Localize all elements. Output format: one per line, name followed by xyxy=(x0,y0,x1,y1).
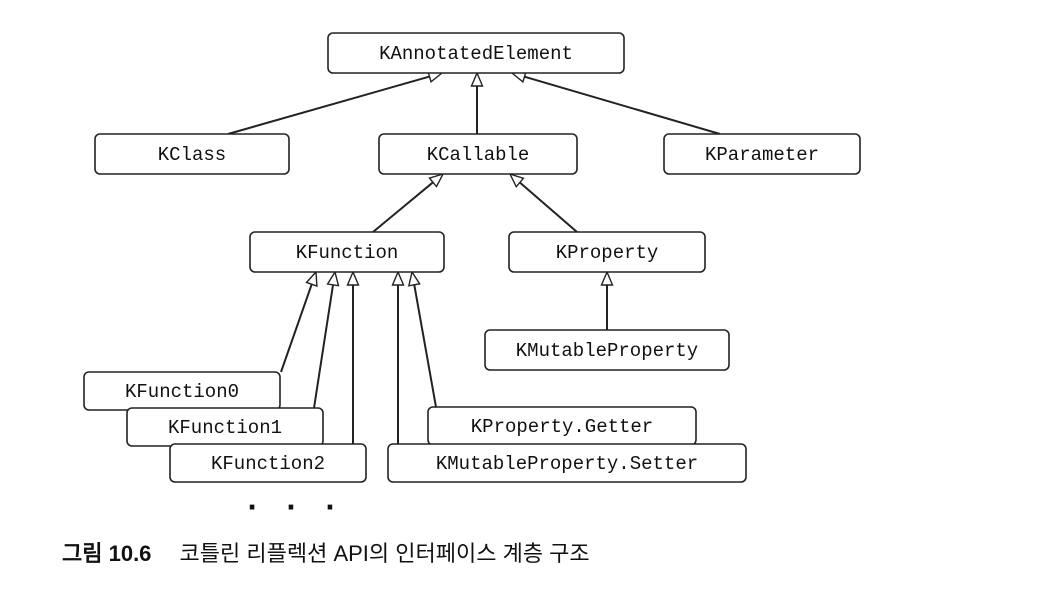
node-label-kfunction2: KFunction2 xyxy=(211,453,325,475)
node-label-kparameter: KParameter xyxy=(705,144,819,166)
node-box-kproperty xyxy=(508,231,706,273)
node-kclass: KClass xyxy=(94,133,290,175)
node-label-kfunction1: KFunction1 xyxy=(168,417,282,439)
arrowhead-kfunction-to-kcallable xyxy=(428,172,445,188)
node-box-kmutableproperty-setter xyxy=(387,443,747,483)
edge-kparameter-to-kannotatedelement xyxy=(524,75,721,135)
node-box-kmutableproperty xyxy=(484,329,730,371)
node-box-kclass xyxy=(94,133,290,175)
node-box-kfunction xyxy=(249,231,445,273)
edge-kproperty-getter-to-kfunction xyxy=(413,284,437,408)
node-kproperty: KProperty xyxy=(508,231,706,273)
node-label-kcallable: KCallable xyxy=(427,144,530,166)
node-box-kfunction2 xyxy=(169,443,367,483)
node-kparameter: KParameter xyxy=(663,133,861,175)
node-label-kmutableproperty-setter: KMutableProperty.Setter xyxy=(436,453,698,475)
arrowhead-kmutableproperty-setter-to-kfunction xyxy=(391,270,405,286)
inheritance-edges xyxy=(227,70,721,444)
node-kproperty-getter: KProperty.Getter xyxy=(427,406,697,446)
edge-kfunction-to-kcallable xyxy=(372,181,434,233)
node-kfunction2: KFunction2 xyxy=(169,443,367,483)
arrowhead-kproperty-to-kcallable xyxy=(508,172,525,188)
node-box-kparameter xyxy=(663,133,861,175)
edge-kfunction0-to-kfunction xyxy=(280,283,313,373)
figure-caption: 그림 10.6 코틀린 리플렉션 API의 인터페이스 계층 구조 xyxy=(62,536,590,568)
arrowhead-kfunction0-to-kfunction xyxy=(305,270,318,288)
node-kmutableproperty: KMutableProperty xyxy=(484,329,730,371)
node-label-kfunction0: KFunction0 xyxy=(125,381,239,403)
caption-text: 코틀린 리플렉션 API의 인터페이스 계층 구조 xyxy=(179,541,590,566)
node-label-kproperty-getter: KProperty.Getter xyxy=(471,416,653,438)
node-label-kannotatedelement: KAnnotatedElement xyxy=(379,43,573,65)
arrowhead-kmutableproperty-to-kproperty xyxy=(600,270,614,286)
node-kannotatedelement: KAnnotatedElement xyxy=(327,32,625,74)
arrowhead-kfunction1-to-kfunction xyxy=(326,270,340,287)
caption-label: 그림 10.6 xyxy=(62,541,152,566)
node-box-kcallable xyxy=(378,133,578,175)
arrowhead-kproperty-getter-to-kfunction xyxy=(407,270,421,287)
node-label-kfunction: KFunction xyxy=(296,242,399,264)
node-kfunction1: KFunction1 xyxy=(126,407,324,447)
node-kfunction0: KFunction0 xyxy=(83,371,281,411)
edge-kproperty-to-kcallable xyxy=(519,181,578,233)
arrowhead-kcallable-to-kannotatedelement xyxy=(470,71,484,87)
node-label-kclass: KClass xyxy=(158,144,226,166)
arrowhead-kfunction2-to-kfunction xyxy=(346,270,360,286)
node-box-kannotatedelement xyxy=(327,32,625,74)
node-kfunction: KFunction xyxy=(249,231,445,273)
node-label-kproperty: KProperty xyxy=(556,242,659,264)
node-kmutableproperty-setter: KMutableProperty.Setter xyxy=(387,443,747,483)
edge-kfunction1-to-kfunction xyxy=(313,284,335,409)
node-kcallable: KCallable xyxy=(378,133,578,175)
node-label-kmutableproperty: KMutableProperty xyxy=(516,340,698,362)
ellipsis-marker: · · · xyxy=(247,493,345,523)
edge-kclass-to-kannotatedelement xyxy=(227,75,430,135)
